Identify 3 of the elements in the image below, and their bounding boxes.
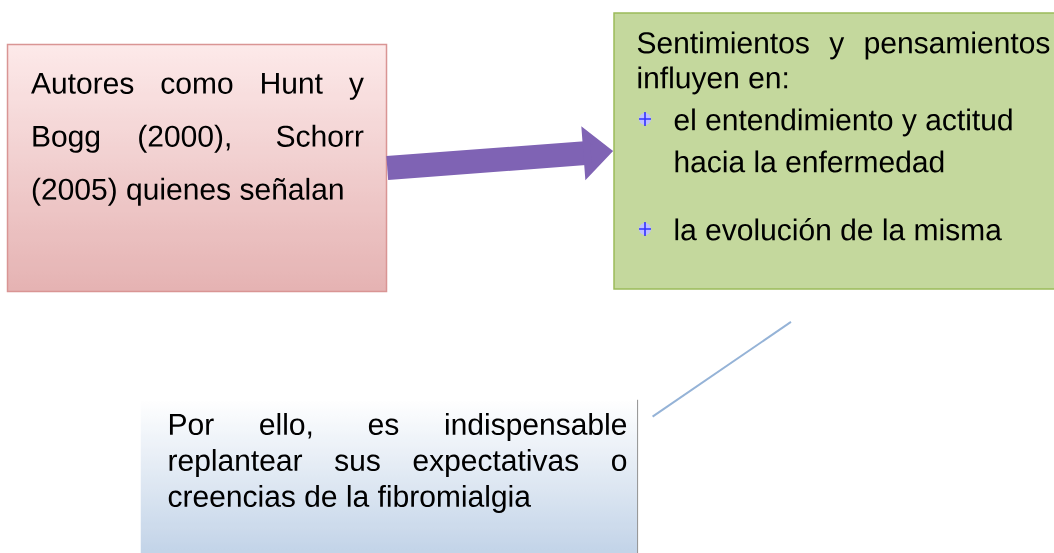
text-box: Por ello, es indispensable replantear sus expectativas o creencias de la fibromialgia <box>168 399 639 553</box>
text-box: Sentimientos y pensamientos influyen en: el entendimiento y actitud hacia la enfermedad la evolución de la misma <box>613 12 1054 290</box>
text-box: Autores como Hunt y Bogg (2000), Schorr (2005) quienes señalan <box>6 43 388 293</box>
